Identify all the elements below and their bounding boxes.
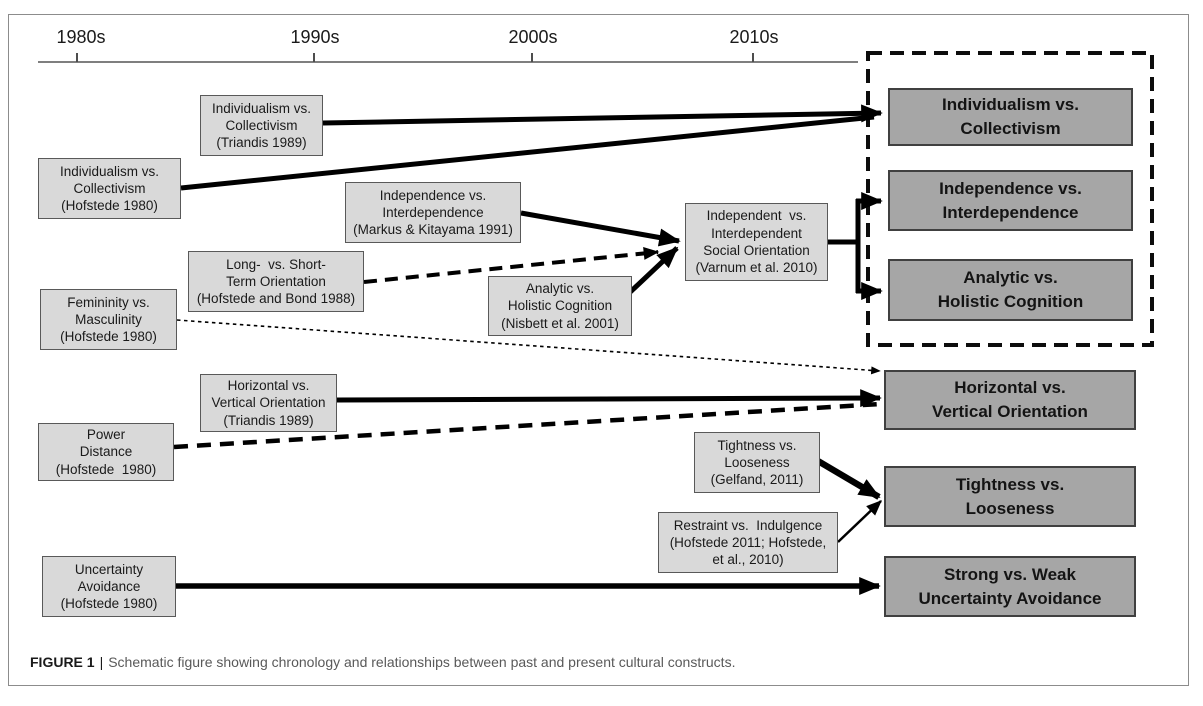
construct-box-horizontal-vertical: Horizontal vs. Vertical Orientation (Tri…	[200, 374, 337, 432]
outcome-box-horizontal-vertical: Horizontal vs. Vertical Orientation	[884, 370, 1136, 430]
outcome-box-analytic-holistic: Analytic vs. Holistic Cognition	[888, 259, 1133, 321]
timeline-tick-2010s	[752, 53, 754, 62]
timeline-label-2010s: 2010s	[729, 27, 779, 47]
construct-box-power-distance: Power Distance (Hofstede 1980)	[38, 423, 174, 481]
construct-box-hofstede-individualism: Individualism vs. Collectivism (Hofstede…	[38, 158, 181, 219]
figure-caption: FIGURE 1|Schematic figure showing chrono…	[30, 654, 735, 670]
outcome-box-tightness-looseness: Tightness vs. Looseness	[884, 466, 1136, 527]
outcome-box-independence-interdependence: Independence vs. Interdependence	[888, 170, 1133, 231]
figure-caption-separator: |	[99, 654, 104, 670]
timeline-tick-1980s	[76, 53, 78, 62]
timeline-tick-1990s	[313, 53, 315, 62]
outcome-box-individualism-collectivism: Individualism vs. Collectivism	[888, 88, 1133, 146]
timeline-label-1990s: 1990s	[290, 27, 340, 47]
timeline-tick-2000s	[531, 53, 533, 62]
construct-box-long-short-term: Long- vs. Short- Term Orientation (Hofst…	[188, 251, 364, 312]
figure-caption-label: FIGURE 1	[30, 654, 95, 670]
figure-caption-text: Schematic figure showing chronology and …	[108, 654, 736, 670]
timeline-axis	[38, 61, 858, 63]
figure-frame	[8, 14, 1189, 686]
construct-box-uncertainty-avoidance: Uncertainty Avoidance (Hofstede 1980)	[42, 556, 176, 617]
outcome-box-strong-weak-uncertainty: Strong vs. Weak Uncertainty Avoidance	[884, 556, 1136, 617]
construct-box-analytic-holistic: Analytic vs. Holistic Cognition (Nisbett…	[488, 276, 632, 336]
construct-box-varnum-social-orientation: Independent vs. Interdependent Social Or…	[685, 203, 828, 281]
construct-box-femininity-masculinity: Femininity vs. Masculinity (Hofstede 198…	[40, 289, 177, 350]
construct-box-tightness-gelfand: Tightness vs. Looseness (Gelfand, 2011)	[694, 432, 820, 493]
timeline-label-2000s: 2000s	[508, 27, 558, 47]
timeline-label-1980s: 1980s	[56, 27, 106, 47]
construct-box-triandis-individualism: Individualism vs. Collectivism (Triandis…	[200, 95, 323, 156]
construct-box-restraint-indulgence: Restraint vs. Indulgence (Hofstede 2011;…	[658, 512, 838, 573]
construct-box-markus-kitayama: Independence vs. Interdependence (Markus…	[345, 182, 521, 243]
